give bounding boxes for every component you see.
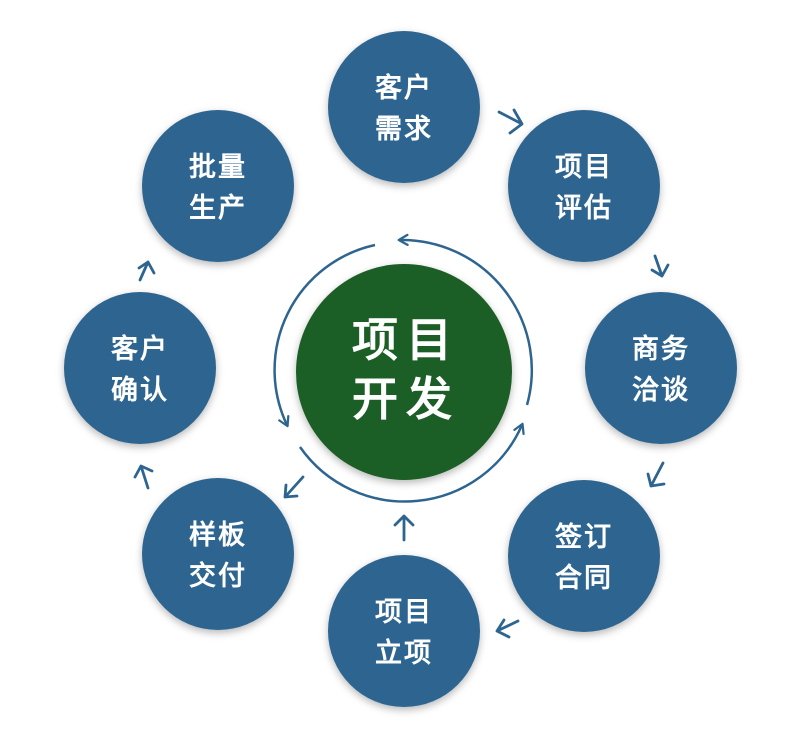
center-label-line2: 开发 bbox=[352, 372, 460, 426]
node-label-line1: 签订 bbox=[555, 521, 613, 553]
arrow-up-icon bbox=[393, 514, 415, 542]
node-label-line1: 样板 bbox=[189, 519, 247, 551]
center-node: 项目 开发 bbox=[296, 264, 512, 480]
arrow-left-icon bbox=[495, 618, 520, 639]
node-label-line2: 立项 bbox=[375, 637, 433, 669]
arrow-down-left-icon bbox=[283, 475, 305, 499]
node-sign-contract: 签订 合同 bbox=[508, 480, 660, 632]
node-business-negotiation: 商务 洽谈 bbox=[585, 292, 737, 444]
arrow-up-icon bbox=[133, 464, 154, 490]
ring-arc-right bbox=[397, 233, 534, 406]
ring-arc-bottom bbox=[298, 422, 525, 503]
node-label-line2: 需求 bbox=[375, 114, 433, 145]
arrow-up-icon bbox=[137, 260, 156, 282]
flow-arrows bbox=[133, 108, 670, 639]
arrow-right-down-icon bbox=[497, 108, 524, 135]
arrow-down-icon bbox=[650, 254, 670, 278]
node-label-line1: 客户 bbox=[111, 333, 169, 365]
node-sample-delivery: 样板 交付 bbox=[142, 478, 294, 630]
node-label-line2: 交付 bbox=[189, 560, 247, 592]
node-label-line1: 项目 bbox=[375, 597, 433, 628]
node-label-line1: 客户 bbox=[375, 72, 433, 104]
node-label-line2: 洽谈 bbox=[632, 375, 690, 406]
node-label-line2: 生产 bbox=[189, 193, 247, 224]
ring-arc-top bbox=[273, 243, 376, 428]
node-mass-production: 批量 生产 bbox=[142, 110, 294, 262]
node-label-line2: 评估 bbox=[555, 193, 613, 224]
node-label-line2: 合同 bbox=[555, 562, 613, 594]
node-label-line1: 批量 bbox=[189, 152, 247, 183]
node-project-evaluation: 项目 评估 bbox=[508, 110, 660, 262]
center-label-line1: 项目 bbox=[352, 313, 460, 367]
node-customer-confirmation: 客户 确认 bbox=[64, 292, 216, 444]
node-project-initiation: 项目 立项 bbox=[328, 555, 480, 707]
node-label-line1: 项目 bbox=[555, 152, 613, 183]
node-label-line1: 商务 bbox=[632, 334, 690, 365]
arrow-down-left-icon bbox=[646, 461, 666, 488]
node-customer-demand: 客户 需求 bbox=[328, 31, 480, 183]
node-label-line2: 确认 bbox=[111, 374, 169, 406]
center-ring bbox=[273, 233, 534, 503]
